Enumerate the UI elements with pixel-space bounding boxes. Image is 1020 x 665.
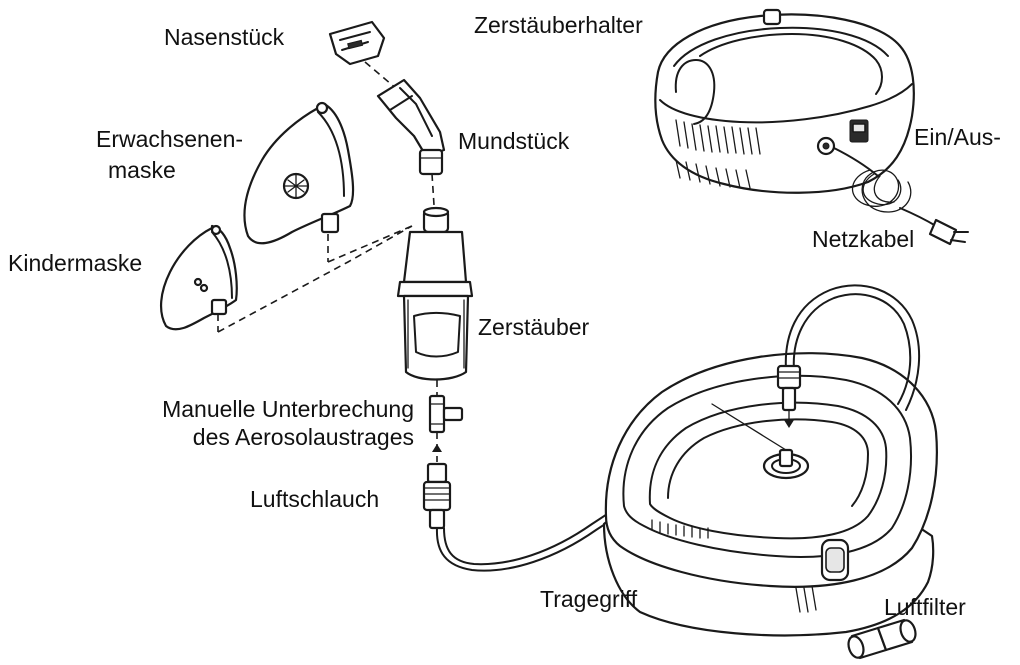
- nebulizer-cup-illustration: [396, 206, 474, 381]
- label-erwachsenenmaske-line1: Erwachsenen-: [96, 126, 244, 152]
- label-unterbrechung-line1: Manuelle Unterbrechung: [162, 396, 414, 422]
- label-erwachsenenmaske-line2: maske: [108, 157, 176, 183]
- child-mask-illustration: [160, 224, 238, 331]
- label-tragegriff: Tragegriff: [540, 586, 638, 612]
- label-unterbrechung-line2: des Aerosolaustrages: [192, 424, 414, 450]
- mouthpiece-connector-line: [431, 173, 435, 206]
- hose-insert-arrow: [784, 420, 794, 428]
- label-kindermaske: Kindermaske: [8, 250, 143, 276]
- label-zerstaeuberhalter: Zerstäuberhalter: [474, 12, 643, 38]
- back-vents: [675, 119, 761, 189]
- side-vents: [795, 585, 817, 613]
- mouthpiece-illustration: [376, 78, 446, 176]
- compressor-unit-illustration: [602, 352, 938, 637]
- t-piece-arrow: [432, 444, 442, 452]
- adult-mask-illustration: [243, 101, 355, 245]
- label-zerstaeuber: Zerstäuber: [478, 314, 590, 340]
- front-vents: [651, 519, 709, 539]
- t-piece-illustration: [428, 394, 464, 434]
- compressor-back-view-illustration: [654, 8, 915, 194]
- compressor-hose-loop: [784, 284, 921, 411]
- label-luftschlauch: Luftschlauch: [250, 486, 380, 512]
- compressor-hose-connector: [776, 364, 802, 412]
- nose-piece-illustration: [328, 20, 386, 66]
- nose-piece-connector-line: [364, 61, 399, 91]
- air-filters-illustration: [847, 618, 917, 660]
- power-cable-illustration: [833, 147, 969, 246]
- label-ein-aus: Ein/Aus-: [914, 124, 1001, 150]
- label-mundstueck: Mundstück: [458, 128, 570, 154]
- mask-guide-line-2: [327, 225, 413, 263]
- label-netzkabel: Netzkabel: [812, 226, 915, 252]
- label-luftfilter: Luftfilter: [884, 594, 966, 620]
- label-nasenstueck: Nasenstück: [164, 24, 285, 50]
- air-hose-connector-illustration: [422, 462, 452, 530]
- mask-guide-line: [217, 225, 413, 333]
